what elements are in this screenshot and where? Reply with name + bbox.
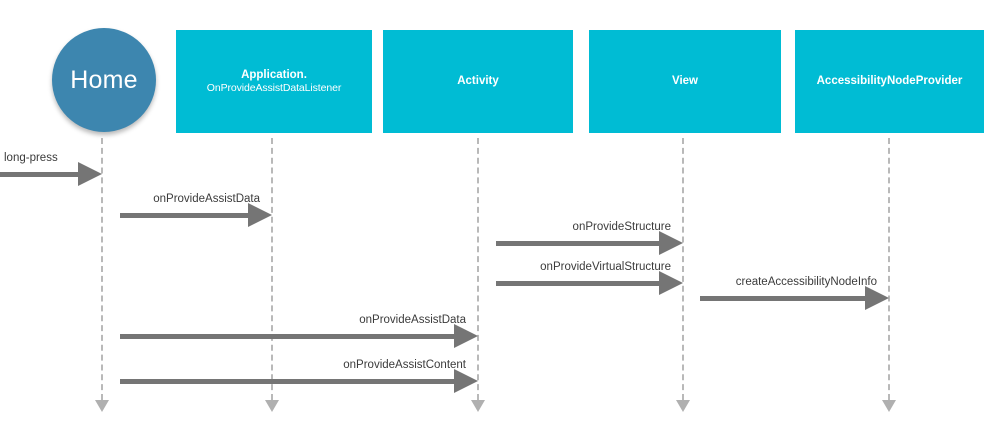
home-lifeline (101, 138, 103, 400)
lane-header-accessibilitynodeprovider[interactable]: AccessibilityNodeProvider (795, 30, 984, 133)
message-onProvideAssistData-1-line (120, 213, 250, 218)
message-long-press-label: long-press (4, 151, 58, 164)
message-onProvideStructure-arrowhead-icon (659, 231, 683, 255)
message-onProvideAssistData-1-arrowhead-icon (248, 203, 272, 227)
accessibilitynodeprovider-lifeline-arrowhead-icon (882, 400, 896, 412)
activity-lifeline (477, 138, 479, 400)
application-lifeline (271, 138, 273, 400)
lane-header-activity-title: Activity (457, 75, 499, 88)
message-createAccessibilityNodeInfo-arrowhead-icon (865, 286, 889, 310)
lane-header-application-label: Application. OnProvideAssistDataListener (201, 68, 347, 96)
message-onProvideAssistContent-label: onProvideAssistContent (343, 358, 466, 371)
lane-header-application-subtitle: OnProvideAssistDataListener (206, 82, 342, 95)
view-lifeline (682, 138, 684, 400)
application-lifeline-arrowhead-icon (265, 400, 279, 412)
message-onProvideAssistContent-line (120, 379, 456, 384)
actor-home[interactable]: Home (52, 28, 156, 132)
activity-lifeline-arrowhead-icon (471, 400, 485, 412)
lane-header-activity-label: Activity (451, 74, 505, 88)
message-onProvideAssistData-2-arrowhead-icon (454, 324, 478, 348)
message-onProvideAssistContent-arrowhead-icon (454, 369, 478, 393)
lane-header-view-label: View (666, 74, 704, 88)
message-onProvideAssistData-2-label: onProvideAssistData (359, 313, 466, 326)
home-lifeline-arrowhead-icon (95, 400, 109, 412)
message-long-press-arrowhead-icon (78, 162, 102, 186)
message-long-press-line (0, 172, 80, 177)
view-lifeline-arrowhead-icon (676, 400, 690, 412)
actor-home-label: Home (70, 65, 138, 94)
message-onProvideVirtualStructure-arrowhead-icon (659, 271, 683, 295)
lane-header-application-title: Application. (241, 68, 307, 81)
lane-header-view-title: View (672, 75, 698, 88)
accessibilitynodeprovider-lifeline (888, 138, 890, 400)
lane-header-view[interactable]: View (589, 30, 781, 133)
lane-header-activity[interactable]: Activity (383, 30, 573, 133)
lane-header-application[interactable]: Application. OnProvideAssistDataListener (176, 30, 372, 133)
lane-header-accessibilitynodeprovider-label: AccessibilityNodeProvider (811, 74, 969, 88)
message-onProvideAssistData-2-line (120, 334, 456, 339)
message-createAccessibilityNodeInfo-label: createAccessibilityNodeInfo (735, 275, 877, 288)
lane-header-accessibilitynodeprovider-title: AccessibilityNodeProvider (816, 75, 963, 88)
message-onProvideAssistData-1-label: onProvideAssistData (153, 192, 260, 205)
message-onProvideVirtualStructure-label: onProvideVirtualStructure (540, 260, 671, 273)
message-createAccessibilityNodeInfo-line (700, 296, 867, 301)
message-onProvideVirtualStructure-line (496, 281, 661, 286)
message-onProvideStructure-line (496, 241, 661, 246)
message-onProvideStructure-label: onProvideStructure (572, 220, 671, 233)
